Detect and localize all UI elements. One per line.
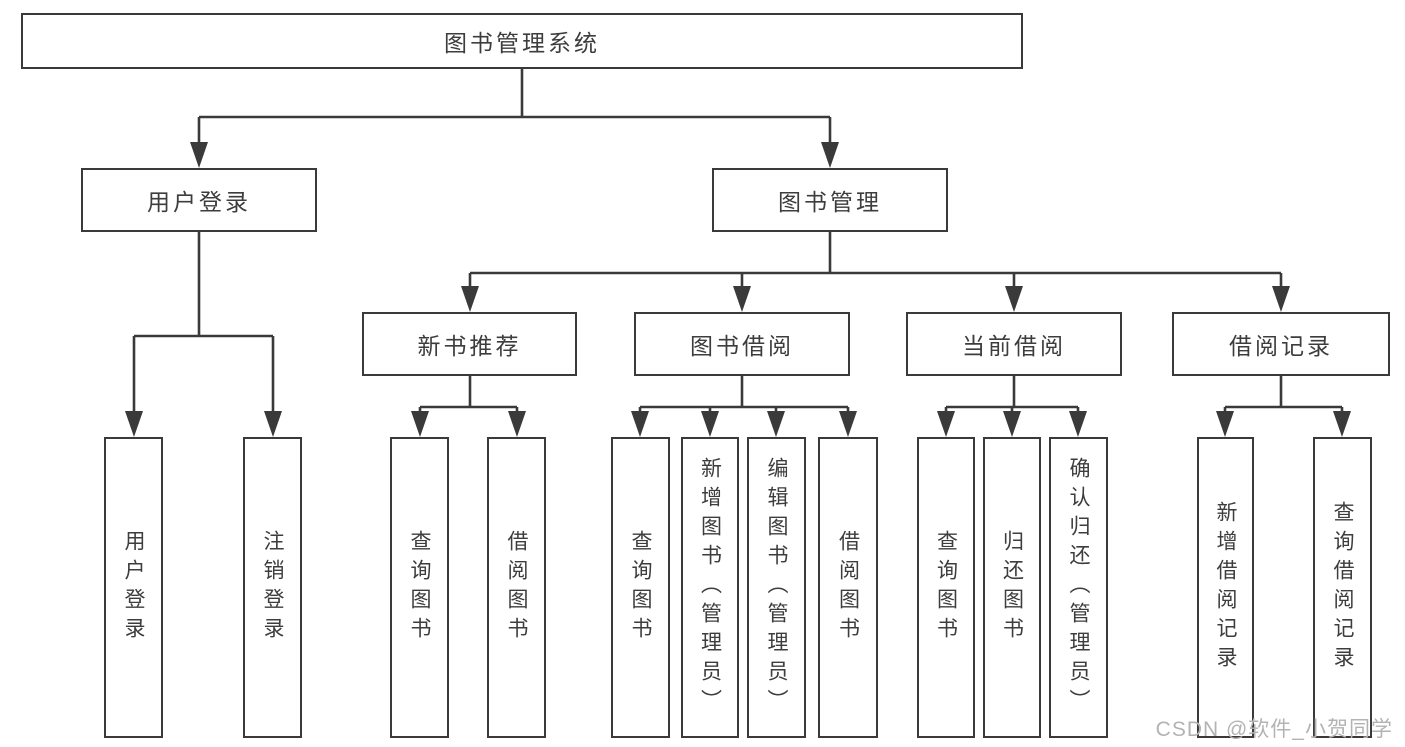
leaf-confirm-return-admin: 确认归还（管理员） bbox=[1049, 437, 1108, 738]
node-label: 图书借阅 bbox=[690, 333, 794, 359]
arrowheads bbox=[125, 142, 1351, 437]
leaf-return-books: 归还图书 bbox=[983, 437, 1041, 738]
node-borrowing-records: 借阅记录 bbox=[1172, 312, 1390, 376]
leaf-edit-books-admin: 编辑图书（管理员） bbox=[747, 437, 806, 738]
node-label: 编辑图书（管理员） bbox=[765, 457, 788, 718]
leaf-query-books-c: 查询图书 bbox=[917, 437, 975, 738]
node-label: 查询图书 bbox=[408, 529, 431, 646]
node-book-management: 图书管理 bbox=[712, 168, 948, 232]
leaf-logout: 注销登录 bbox=[243, 437, 302, 738]
node-label: 注销登录 bbox=[261, 529, 284, 646]
leaf-borrow-books-a: 借阅图书 bbox=[487, 437, 546, 738]
node-label: 查询图书 bbox=[934, 529, 958, 646]
node-label: 归还图书 bbox=[1000, 529, 1024, 646]
node-label: 借阅图书 bbox=[836, 529, 860, 646]
node-label: 借阅记录 bbox=[1229, 333, 1333, 359]
leaf-query-books-a: 查询图书 bbox=[390, 437, 449, 738]
csdn-watermark: CSDN @软件_小贺同学 bbox=[1155, 718, 1393, 741]
node-label: 用户登录 bbox=[122, 529, 145, 646]
leaf-add-borrow-record: 新增借阅记录 bbox=[1197, 437, 1254, 738]
node-label: 用户登录 bbox=[147, 189, 251, 215]
node-label: 图书管理 bbox=[778, 189, 882, 215]
leaf-user-login: 用户登录 bbox=[104, 437, 163, 738]
node-label: 新增借阅记录 bbox=[1214, 500, 1237, 675]
node-label: 新书推荐 bbox=[417, 333, 522, 359]
node-label: 查询借阅记录 bbox=[1331, 500, 1354, 675]
leaf-borrow-books-b: 借阅图书 bbox=[818, 437, 878, 738]
leaf-query-books-b: 查询图书 bbox=[611, 437, 670, 738]
node-new-book-recommendation: 新书推荐 bbox=[362, 312, 577, 376]
node-book-borrowing: 图书借阅 bbox=[634, 312, 850, 376]
node-label: 新增图书（管理员） bbox=[698, 457, 722, 718]
node-label: 查询图书 bbox=[629, 529, 652, 646]
node-user-login: 用户登录 bbox=[81, 168, 317, 232]
node-label: 图书管理系统 bbox=[444, 30, 600, 56]
node-library-management-system: 图书管理系统 bbox=[21, 13, 1023, 69]
node-label: 借阅图书 bbox=[505, 529, 528, 646]
node-current-borrowing: 当前借阅 bbox=[906, 312, 1122, 376]
leaf-query-borrow-record: 查询借阅记录 bbox=[1313, 437, 1372, 738]
node-label: 当前借阅 bbox=[962, 333, 1066, 359]
node-label: 确认归还（管理员） bbox=[1067, 457, 1090, 718]
leaf-add-books-admin: 新增图书（管理员） bbox=[681, 437, 739, 738]
